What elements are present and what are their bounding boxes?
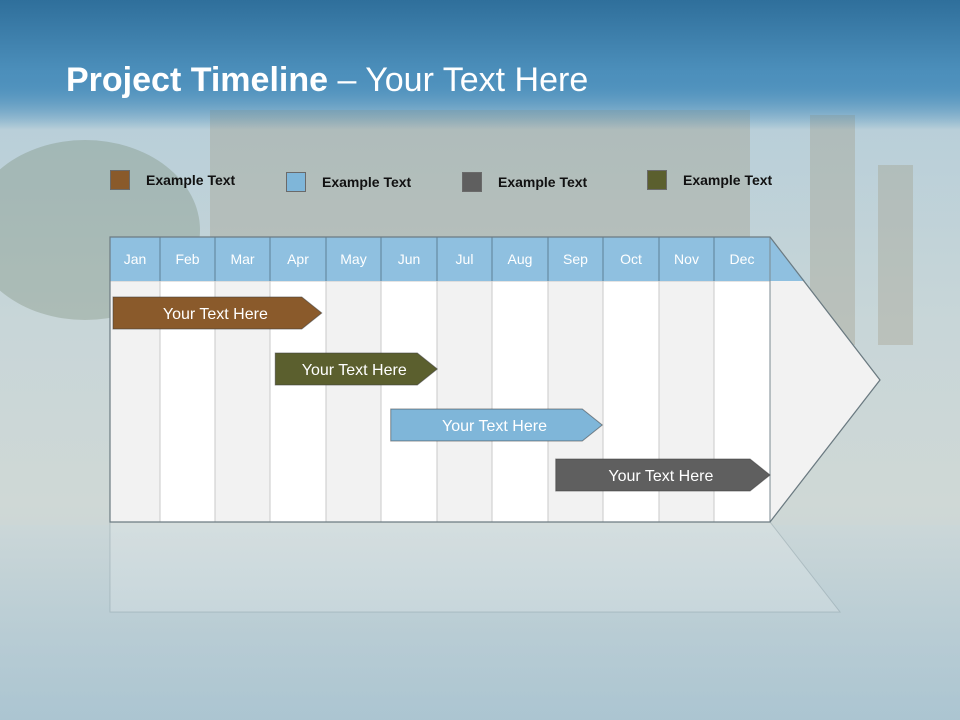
- task-bar-label: Your Text Here: [608, 468, 713, 485]
- month-label-may: May: [340, 251, 366, 267]
- month-column: [380, 280, 438, 523]
- task-bar-label: Your Text Here: [163, 306, 268, 323]
- month-label-jan: Jan: [124, 251, 147, 267]
- month-label-mar: Mar: [230, 251, 254, 267]
- page-title-bold: Project Timeline: [66, 61, 329, 99]
- month-label-sep: Sep: [563, 251, 588, 267]
- task-bar-1: [112, 296, 323, 330]
- task-bar-4: [555, 458, 771, 492]
- task-bar-label: Your Text Here: [442, 418, 547, 435]
- month-column: [491, 280, 549, 523]
- legend-label: Example Text: [683, 172, 773, 188]
- page-title-rest: – Your Text Here: [328, 61, 589, 99]
- timeline-arrow-outline: [109, 236, 881, 523]
- background-water: [0, 525, 960, 720]
- month-column: [325, 280, 382, 523]
- month-label-aug: Aug: [508, 251, 533, 267]
- month-label-jul: Jul: [456, 251, 474, 267]
- month-header: [110, 237, 805, 281]
- background-tower: [878, 165, 913, 345]
- legend-label: Example Text: [146, 172, 236, 188]
- legend-label: Example Text: [498, 174, 588, 190]
- month-label-oct: Oct: [620, 251, 642, 267]
- task-bar-2: [274, 352, 439, 386]
- month-label-jun: Jun: [398, 251, 421, 267]
- legend-swatch: [462, 172, 482, 192]
- month-label-feb: Feb: [175, 251, 199, 267]
- task-bar-label: Your Text Here: [302, 362, 407, 379]
- title-band: [0, 0, 960, 130]
- month-label-dec: Dec: [730, 251, 755, 267]
- month-label-apr: Apr: [287, 251, 309, 267]
- legend-swatch: [286, 172, 306, 192]
- arrow-reflection: [109, 521, 842, 613]
- month-column: [436, 280, 493, 523]
- legend-swatch: [647, 170, 667, 190]
- page-title: Project Timeline – Your Text Here: [66, 58, 588, 102]
- month-label-nov: Nov: [674, 251, 699, 267]
- legend-label: Example Text: [322, 174, 412, 190]
- task-bar-3: [390, 408, 604, 442]
- legend-swatch: [110, 170, 130, 190]
